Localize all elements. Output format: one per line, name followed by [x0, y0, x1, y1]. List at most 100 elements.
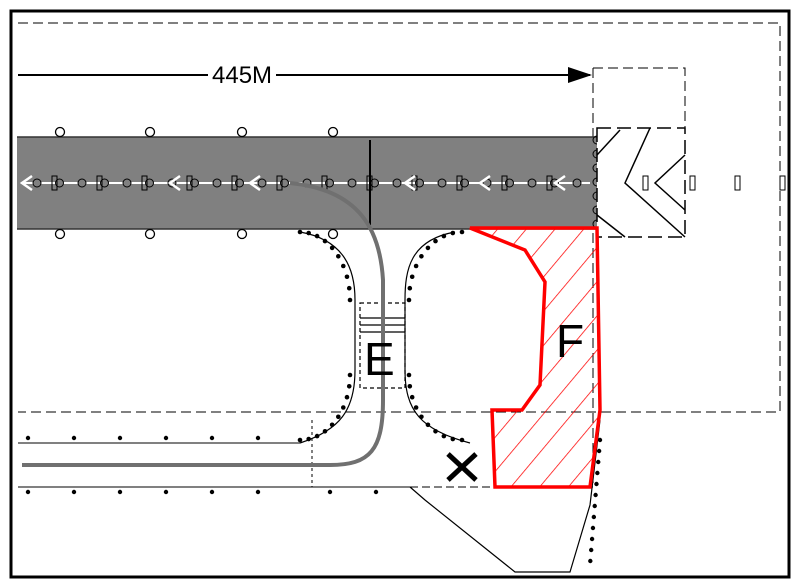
direction-chevron — [19, 174, 33, 192]
edge-dot — [163, 489, 169, 495]
centerline-light — [122, 178, 132, 188]
edge-dot — [347, 297, 353, 303]
edge-dot — [589, 536, 595, 542]
edge-dot — [441, 433, 447, 439]
edge-dot — [419, 414, 424, 420]
edge-dot — [322, 428, 328, 434]
edge-dot — [322, 238, 328, 244]
edge-dot — [592, 503, 597, 509]
centerline-light — [527, 178, 537, 188]
edge-dot — [459, 229, 465, 235]
edge-dot — [336, 253, 341, 259]
centerline-marker — [141, 175, 148, 191]
taxi-route — [22, 181, 385, 467]
taxiway-edge-lights — [25, 229, 603, 564]
edge-dot — [163, 435, 169, 441]
centerline-marker — [186, 175, 193, 191]
centerline-marker — [456, 175, 463, 191]
edge-dot — [407, 285, 413, 291]
edge-dot — [409, 394, 415, 400]
edge-light — [236, 228, 248, 240]
direction-chevron — [552, 174, 566, 192]
runway-extension — [596, 127, 786, 238]
centerline-light — [347, 178, 357, 188]
edge-dot — [346, 285, 352, 291]
edge-dot — [71, 435, 77, 441]
edge-dot — [459, 437, 465, 443]
edge-dot — [71, 489, 77, 495]
edge-dot — [589, 547, 594, 553]
edge-dot — [419, 253, 424, 259]
edge-light — [54, 126, 66, 138]
edge-dot — [25, 435, 31, 441]
edge-dot — [327, 489, 333, 495]
edge-dot — [344, 274, 350, 280]
edge-dot — [255, 489, 261, 495]
apron-outline — [409, 419, 601, 573]
edge-dot — [433, 428, 438, 434]
edge-light — [327, 228, 339, 240]
edge-dot — [336, 414, 341, 420]
edge-dot — [341, 405, 346, 410]
edge-dot — [407, 383, 413, 389]
centerline-marker — [96, 175, 103, 191]
edge-dot — [306, 436, 311, 442]
centerline-light — [32, 178, 42, 188]
edge-dot — [255, 435, 261, 441]
edge-light — [144, 126, 156, 138]
edge-dot — [450, 230, 456, 236]
taxiway-label: E — [364, 333, 395, 385]
edge-dot — [594, 481, 599, 487]
edge-dot — [297, 229, 303, 235]
centerline-light — [437, 178, 447, 188]
edge-light — [54, 228, 66, 240]
edge-dot — [209, 435, 215, 441]
edge-dot — [433, 238, 438, 244]
direction-chevron — [247, 174, 261, 192]
edge-dot — [413, 263, 419, 269]
edge-light — [327, 126, 339, 138]
edge-dot — [314, 433, 320, 439]
direction-chevron — [402, 174, 416, 192]
edge-dot — [413, 405, 419, 410]
frame-border — [9, 9, 791, 579]
edge-dot — [596, 448, 602, 454]
edge-dot — [329, 422, 335, 428]
centerline-light — [212, 178, 222, 188]
direction-chevron — [477, 174, 491, 192]
edge-dot — [593, 492, 598, 498]
centerline-light — [392, 178, 402, 188]
edge-dot — [450, 436, 456, 442]
edge-dot — [588, 558, 593, 564]
edge-dot — [306, 230, 311, 236]
edge-dot — [595, 470, 600, 476]
edge-dot — [406, 372, 412, 378]
distance-label: 445M — [208, 64, 277, 88]
edge-light — [144, 228, 156, 240]
centerline-marker — [51, 175, 58, 191]
edge-dot — [597, 437, 603, 443]
edge-dot — [596, 459, 601, 465]
area-f — [469, 226, 602, 489]
edge-dot — [406, 297, 412, 303]
centerline-marker — [546, 175, 553, 191]
direction-chevron — [167, 174, 181, 192]
centerline-light — [257, 178, 267, 188]
edge-dot — [314, 233, 320, 239]
area-label: F — [556, 315, 585, 367]
centerline-marker — [276, 175, 283, 191]
edge-dot — [329, 245, 335, 251]
centerline-marker — [501, 175, 508, 191]
edge-dot — [373, 489, 379, 495]
edge-dot — [344, 394, 350, 400]
edge-dot — [117, 489, 123, 495]
edge-dot — [341, 263, 346, 269]
edge-dot — [25, 489, 31, 495]
edge-light — [236, 126, 248, 138]
edge-dot — [117, 435, 123, 441]
edge-dot — [441, 233, 447, 239]
edge-dot — [425, 245, 431, 251]
edge-dot — [591, 514, 597, 520]
